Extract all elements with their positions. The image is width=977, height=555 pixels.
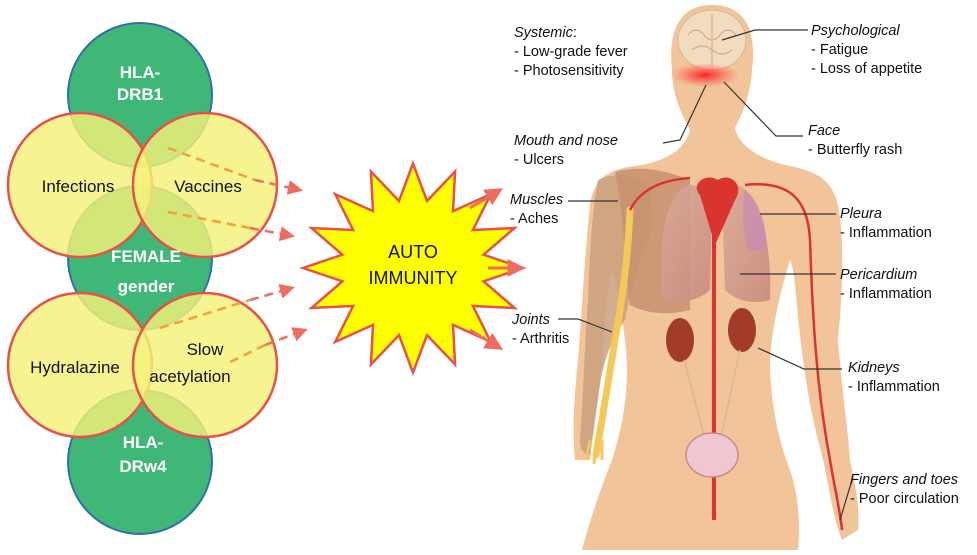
pericardium-title: Pericardium xyxy=(840,266,932,285)
psychological-item-2: - Loss of appetite xyxy=(811,60,922,79)
kidneys-item-1: - Inflammation xyxy=(848,378,940,397)
human-body-figure xyxy=(574,5,859,550)
female-gender-label-line2: gender xyxy=(118,277,175,296)
kidneys-title: Kidneys xyxy=(848,359,940,378)
psychological-title: Psychological xyxy=(811,22,922,41)
hydralazine-label: Hydralazine xyxy=(30,358,120,377)
systemic-title: Systemic xyxy=(514,25,573,41)
kidneys-label: Kidneys - Inflammation xyxy=(848,359,940,397)
joints-title: Joints xyxy=(512,311,569,330)
psychological-item-1: - Fatigue xyxy=(811,41,922,60)
face-label: Face - Butterfly rash xyxy=(808,122,902,160)
joints-label: Joints - Arthritis xyxy=(512,311,569,349)
vaccines-label: Vaccines xyxy=(174,177,242,196)
muscles-label: Muscles - Aches xyxy=(510,191,563,229)
dashed-arrow-3-tip xyxy=(250,288,292,300)
butterfly-rash xyxy=(671,63,739,87)
psychological-label: Psychological - Fatigue - Loss of appeti… xyxy=(811,22,922,79)
fingers-toes-label: Fingers and toes - Poor circulation xyxy=(850,471,959,509)
slow-acetylation-label-line2: acetylation xyxy=(149,367,230,386)
joints-item-1: - Arthritis xyxy=(512,330,569,349)
systemic-item-1: - Low-grade fever xyxy=(514,43,628,62)
fingers-toes-title: Fingers and toes xyxy=(850,471,959,490)
pericardium-label: Pericardium - Inflammation xyxy=(840,266,932,304)
hla-drb1-label-line1: HLA- xyxy=(120,63,161,82)
infections-label: Infections xyxy=(42,177,115,196)
pericardium-item-1: - Inflammation xyxy=(840,285,932,304)
kidney-right xyxy=(728,308,756,352)
face-item-1: - Butterfly rash xyxy=(808,141,902,160)
systemic-label: Systemic: - Low-grade fever - Photosensi… xyxy=(514,24,628,81)
slow-acetylation-label-line1: Slow xyxy=(187,340,225,359)
bladder xyxy=(686,433,738,477)
hla-drw4-label-line1: HLA- xyxy=(123,433,164,452)
female-gender-label-line1: FEMALE xyxy=(111,247,181,266)
kidney-left xyxy=(666,318,694,362)
muscles-title: Muscles xyxy=(510,191,563,210)
pleura-label: Pleura - Inflammation xyxy=(840,205,932,243)
mouth-nose-item-1: - Ulcers xyxy=(514,151,618,170)
venn-diagram: HLA- DRB1 Infections Vaccines FEMALE gen… xyxy=(8,23,277,534)
systemic-colon: : xyxy=(573,25,577,41)
pleura-item-1: - Inflammation xyxy=(840,224,932,243)
mouth-nose-label: Mouth and nose - Ulcers xyxy=(514,132,618,170)
hla-drb1-label-line2: DRB1 xyxy=(117,85,163,104)
mouth-nose-title: Mouth and nose xyxy=(514,132,618,151)
muscles-item-1: - Aches xyxy=(510,210,563,229)
pleura-title: Pleura xyxy=(840,205,932,224)
hla-drw4-label-line2: DRw4 xyxy=(119,457,167,476)
systemic-item-2: - Photosensitivity xyxy=(514,62,628,81)
face-title: Face xyxy=(808,122,902,141)
burst-label-line2: IMMUNITY xyxy=(369,268,458,288)
burst-label-line1: AUTO xyxy=(388,242,438,262)
fingers-toes-item-1: - Poor circulation xyxy=(850,490,959,509)
